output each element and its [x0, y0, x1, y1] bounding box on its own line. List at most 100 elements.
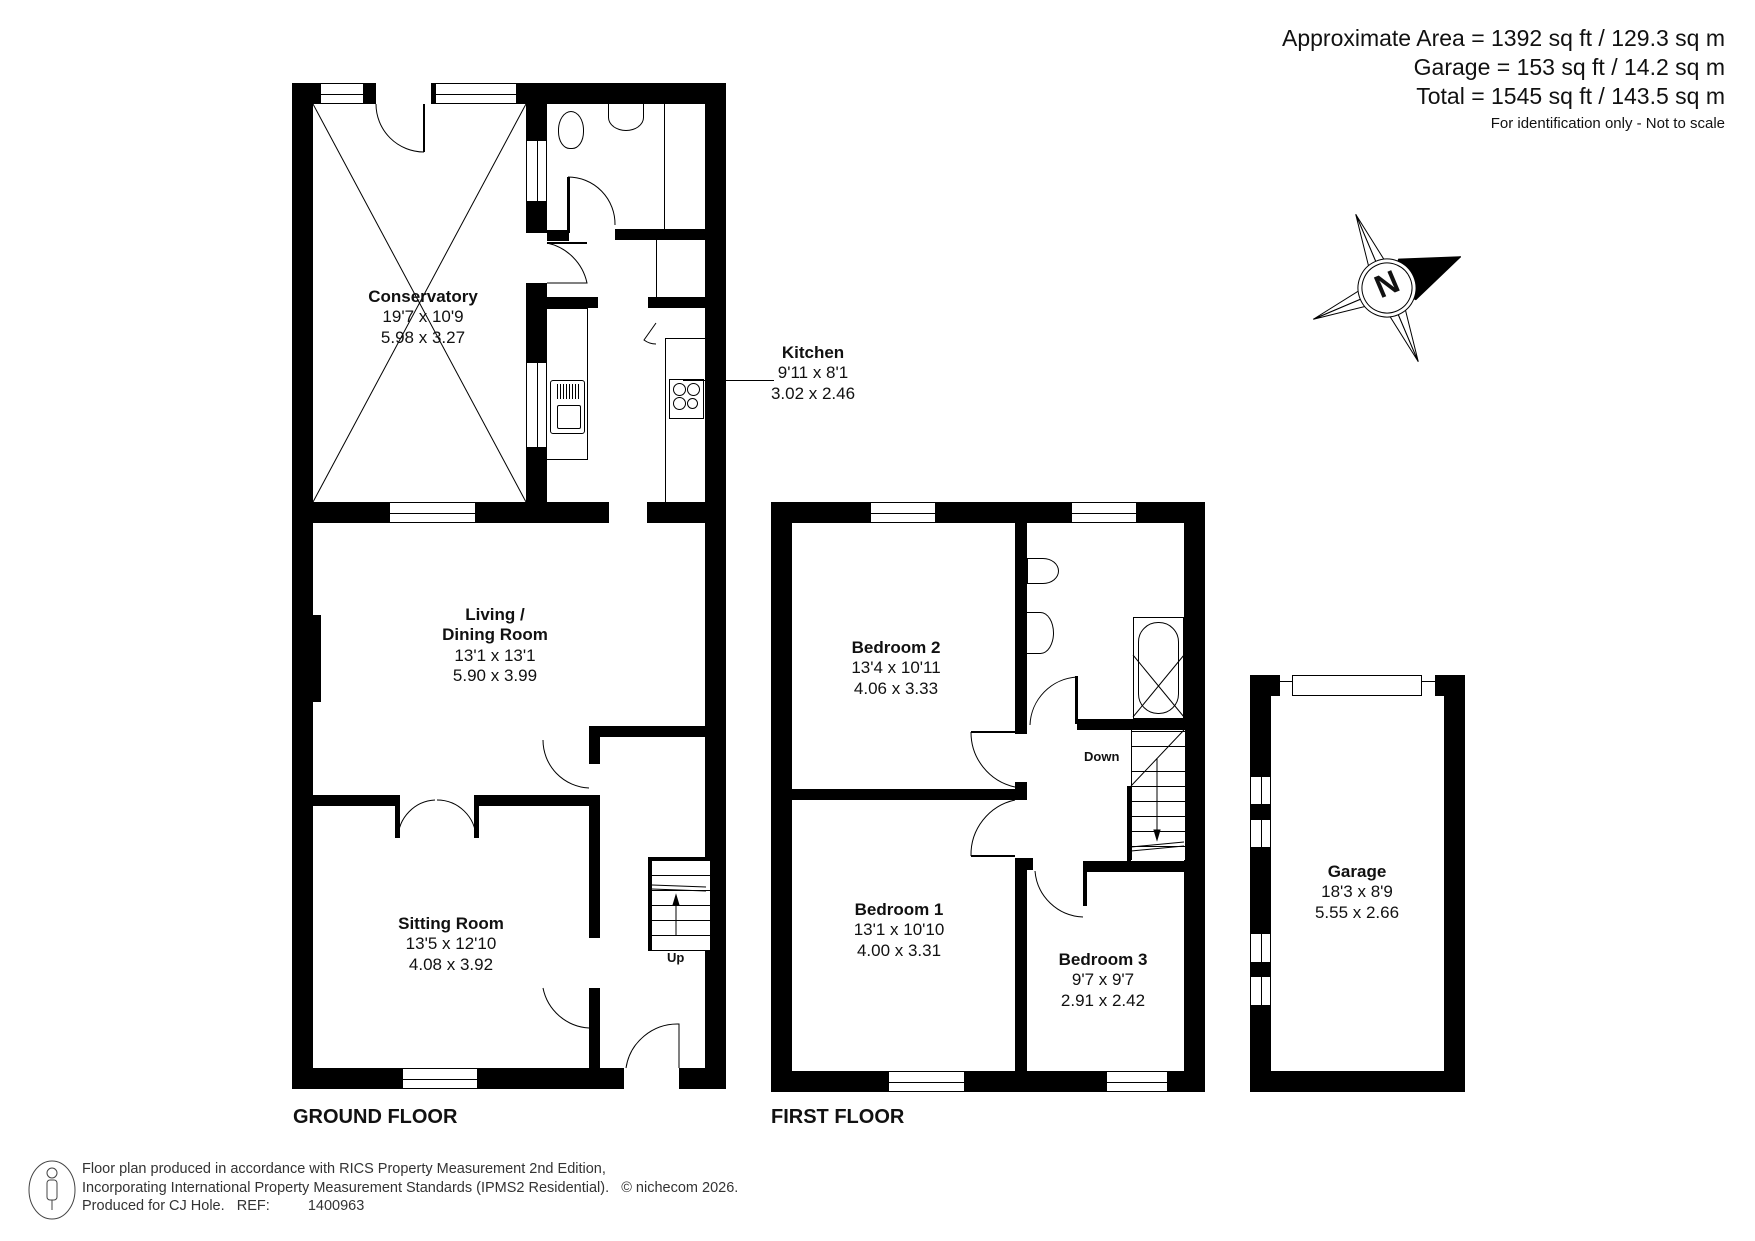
- sink-icon: [550, 380, 585, 434]
- wall: [1084, 861, 1184, 872]
- wall: [589, 988, 600, 1088]
- bath-icon: [1133, 617, 1184, 719]
- basin-icon: [1027, 612, 1054, 654]
- wall: [1015, 502, 1027, 734]
- room-name: Sitting Room: [398, 914, 504, 933]
- room-name: Conservatory: [368, 287, 478, 306]
- room-dim-imperial: 13'1 x 10'10: [853, 920, 945, 940]
- wall: [1184, 502, 1205, 1092]
- toilet-icon: [1027, 558, 1059, 584]
- wall: [1444, 675, 1465, 1092]
- wall: [547, 230, 569, 241]
- footer-line-2: Incorporating International Property Mea…: [82, 1179, 738, 1198]
- first-floor-title: FIRST FLOOR: [771, 1106, 905, 1128]
- wall: [364, 83, 376, 104]
- approximate-area-text: Approximate Area = 1392 sq ft / 129.3 sq…: [1281, 25, 1725, 51]
- wall: [647, 502, 726, 523]
- toilet-icon: [558, 111, 584, 149]
- room-dim-metric: 4.06 x 3.33: [853, 678, 939, 698]
- room-dim-imperial: 18'3 x 8'9: [1321, 882, 1393, 902]
- room-label-sitting-room: Sitting Room 13'5 x 12'10 4.08 x 3.92: [398, 914, 504, 975]
- footer-credits: Floor plan produced in accordance with R…: [82, 1160, 738, 1216]
- window: [320, 83, 364, 104]
- wall: [1250, 1071, 1465, 1092]
- kitchen-pointer-line: [726, 380, 774, 381]
- wall: [1083, 861, 1087, 906]
- room-name: Bedroom 3: [1058, 950, 1148, 969]
- ground-floor-title: GROUND FLOOR: [293, 1106, 458, 1128]
- window: [526, 362, 547, 448]
- room-name: Dining Room: [442, 625, 548, 645]
- window: [402, 1068, 478, 1089]
- footer-line-3: Produced for CJ Hole. REF: 1400963: [82, 1197, 738, 1216]
- room-dim-imperial: 13'5 x 12'10: [405, 934, 497, 954]
- room-name: Bedroom 2: [851, 638, 941, 657]
- room-dim-imperial: 13'1 x 13'1: [454, 645, 536, 665]
- wall: [1015, 858, 1027, 1071]
- window: [888, 1071, 965, 1092]
- room-dim-metric: 4.00 x 3.31: [856, 940, 942, 960]
- wall: [1077, 719, 1184, 730]
- wall: [292, 795, 398, 806]
- stairs: [1131, 730, 1185, 860]
- room-dim-metric: 5.98 x 3.27: [380, 327, 466, 347]
- footer-line-1: Floor plan produced in accordance with R…: [82, 1161, 606, 1177]
- wall: [589, 795, 600, 938]
- wall: [395, 795, 400, 838]
- window: [1250, 819, 1271, 848]
- kitchen-pointer-line: [683, 380, 725, 381]
- room-label-bedroom-1: Bedroom 1 13'1 x 10'10 4.00 x 3.31: [854, 900, 945, 961]
- cupboard-line: [656, 240, 657, 297]
- wall: [705, 83, 726, 1089]
- footer-ref-label: REF:: [236, 1198, 270, 1214]
- window: [526, 140, 547, 202]
- stairs-down-label: Down: [1084, 749, 1120, 764]
- compass-north-label: N: [1369, 262, 1405, 306]
- room-label-garage: Garage 18'3 x 8'9 5.55 x 2.66: [1315, 862, 1399, 923]
- wall: [476, 795, 600, 806]
- wall: [292, 83, 313, 1089]
- footer-copyright: © nichecom 2026.: [621, 1179, 739, 1196]
- wall: [474, 795, 479, 838]
- room-dim-metric: 4.08 x 3.92: [408, 954, 494, 974]
- basin-icon: [608, 104, 644, 131]
- stairs: [648, 857, 710, 951]
- room-label-bedroom-3: Bedroom 3 9'7 x 9'7 2.91 x 2.42: [1059, 950, 1148, 1011]
- hob-icon: [669, 379, 704, 419]
- footer-produced-for: Produced for CJ Hole.: [82, 1198, 225, 1214]
- area-summary: Approximate Area = 1392 sq ft / 129.3 sq…: [1282, 24, 1725, 137]
- chimney-breast: [313, 615, 321, 702]
- room-label-conservatory: Conservatory 19'7 x 10'9 5.98 x 3.27: [368, 287, 478, 348]
- wall: [648, 297, 706, 308]
- room-dim-metric: 5.55 x 2.66: [1314, 902, 1400, 922]
- worktop: [547, 308, 588, 460]
- room-dim-imperial: 9'7 x 9'7: [1071, 970, 1135, 990]
- wall: [1250, 675, 1271, 1092]
- room-dim-metric: 3.02 x 2.46: [770, 383, 856, 403]
- window: [1071, 502, 1137, 523]
- total-area-text: Total = 1545 sq ft / 143.5 sq m: [1416, 83, 1725, 109]
- wall: [1015, 782, 1027, 800]
- room-name: Kitchen: [781, 343, 845, 362]
- not-to-scale-note: For identification only - Not to scale: [1490, 115, 1725, 132]
- window: [1250, 776, 1271, 805]
- worktop: [665, 338, 707, 503]
- wall: [1075, 676, 1078, 724]
- wall: [771, 789, 1027, 800]
- garage-area-text: Garage = 153 sq ft / 14.2 sq m: [1413, 54, 1725, 80]
- room-dim-imperial: 19'7 x 10'9: [382, 307, 464, 327]
- window: [435, 83, 517, 104]
- window: [389, 502, 476, 523]
- door-gap: [376, 83, 431, 104]
- wall: [1127, 786, 1131, 861]
- wall: [567, 177, 570, 233]
- window: [870, 502, 936, 523]
- garage-door: [1292, 675, 1422, 696]
- wall: [589, 726, 600, 764]
- room-label-living-dining: Living / Dining Room 13'1 x 13'1 5.90 x …: [442, 605, 548, 687]
- wall: [615, 229, 706, 240]
- window: [1250, 976, 1271, 1006]
